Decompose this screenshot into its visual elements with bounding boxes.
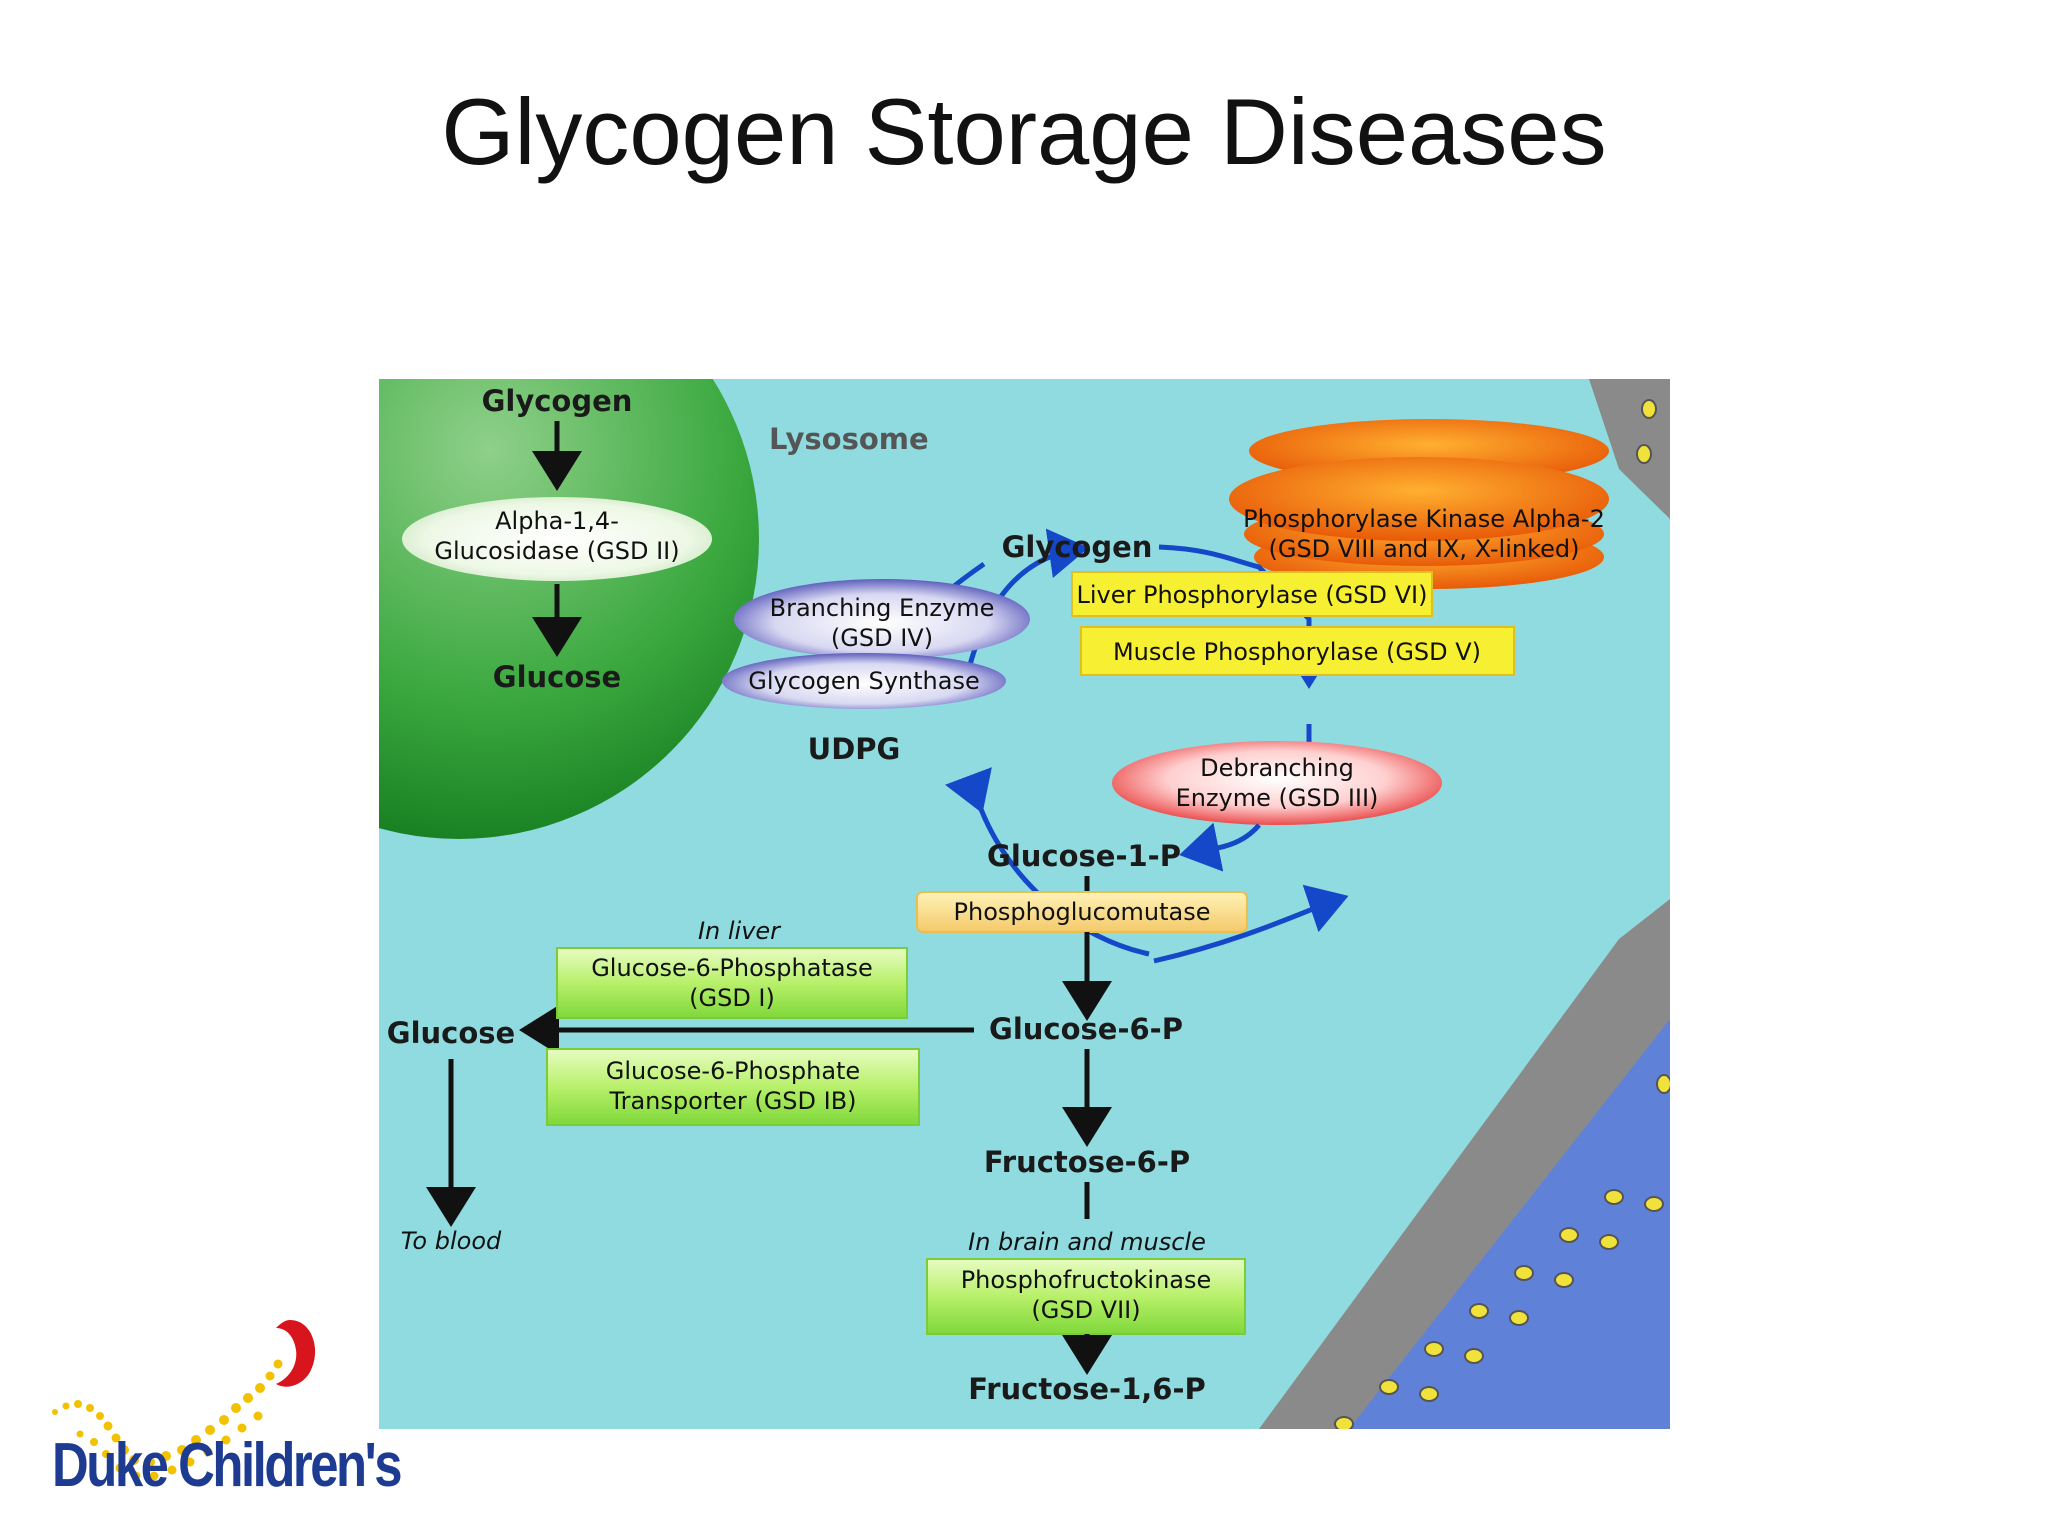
logo-swoosh-icon (276, 1320, 316, 1387)
udpg-node: UDPG (808, 732, 901, 766)
liver-phosphorylase-label: Liver Phosphorylase (GSD VI) (1076, 581, 1427, 609)
g6p-transporter-line1: Glucose-6-Phosphate (606, 1057, 860, 1085)
glucose-1-p-node: Glucose-1-P (987, 839, 1181, 873)
alpha-glucosidase-line2: Glucosidase (GSD II) (434, 537, 679, 565)
slide-title: Glycogen Storage Diseases (441, 79, 1607, 184)
g6pase-line1: Glucose-6-Phosphatase (591, 954, 873, 982)
pfk-line1: Phosphofructokinase (961, 1266, 1212, 1294)
lysosome-label: Lysosome (769, 422, 929, 456)
g6pase-line2: (GSD I) (689, 984, 775, 1012)
phosphorylase-kinase-enzyme: Phosphorylase Kinase Alpha-2 (GSD VIII a… (1229, 419, 1609, 589)
muscle-phosphorylase-box (1080, 626, 1515, 676)
muscle-phosphorylase-label: Muscle Phosphorylase (GSD V) (1113, 638, 1481, 666)
debranching-enzyme-line2: Enzyme (GSD III) (1176, 784, 1379, 812)
branching-enzyme (734, 579, 1030, 659)
phosphorylase-kinase-line1: Phosphorylase Kinase Alpha-2 (1243, 505, 1605, 533)
glucose-node: Glucose (387, 1016, 515, 1050)
debranching-enzyme-line1: Debranching (1200, 754, 1354, 782)
phosphorylase-kinase-line2: (GSD VIII and IX, X-linked) (1268, 535, 1579, 563)
alpha-glucosidase-enzyme (402, 497, 712, 581)
pfk-line2: (GSD VII) (1031, 1296, 1140, 1324)
phosphoglucomutase-label: Phosphoglucomutase (954, 898, 1211, 926)
g6pase-box (556, 947, 908, 1019)
duke-childrens-logo (52, 1320, 316, 1481)
pathway-diagram: Lysosome Glycogen Alpha-1,4- Glucosidase… (379, 379, 1670, 1429)
glucose-6-p-node: Glucose-6-P (989, 1012, 1183, 1046)
lysosome: Lysosome Glycogen Alpha-1,4- Glucosidase… (379, 379, 929, 839)
glycogen-node: Glycogen (1002, 530, 1153, 564)
g6p-transporter-box (546, 1048, 920, 1126)
lysosome-glucose: Glucose (493, 660, 621, 694)
logo-text: Duke Children's (52, 1431, 403, 1500)
in-liver-note: In liver (698, 917, 782, 945)
glycogen-synthase-label: Glycogen Synthase (748, 667, 979, 695)
cell-membrane (1259, 379, 1670, 1429)
liver-phosphorylase-box (1071, 571, 1433, 617)
in-brain-muscle-note: In brain and muscle (968, 1228, 1206, 1256)
alpha-glucosidase-line1: Alpha-1,4- (495, 507, 619, 535)
phosphoglucomutase-box (916, 891, 1248, 933)
to-blood-note: To blood (401, 1227, 502, 1255)
lysosome-glycogen: Glycogen (482, 384, 633, 418)
pfk-box (926, 1258, 1246, 1335)
glycogen-synthase-enzyme (722, 653, 1006, 709)
g6p-transporter-line2: Transporter (GSD IB) (608, 1087, 856, 1115)
fructose-1-6-p-node: Fructose-1,6-P (968, 1372, 1206, 1406)
debranching-enzyme (1112, 741, 1442, 825)
branching-enzyme-line1: Branching Enzyme (770, 594, 995, 622)
fructose-6-p-node: Fructose-6-P (984, 1145, 1190, 1179)
branching-enzyme-line2: (GSD IV) (831, 624, 933, 652)
